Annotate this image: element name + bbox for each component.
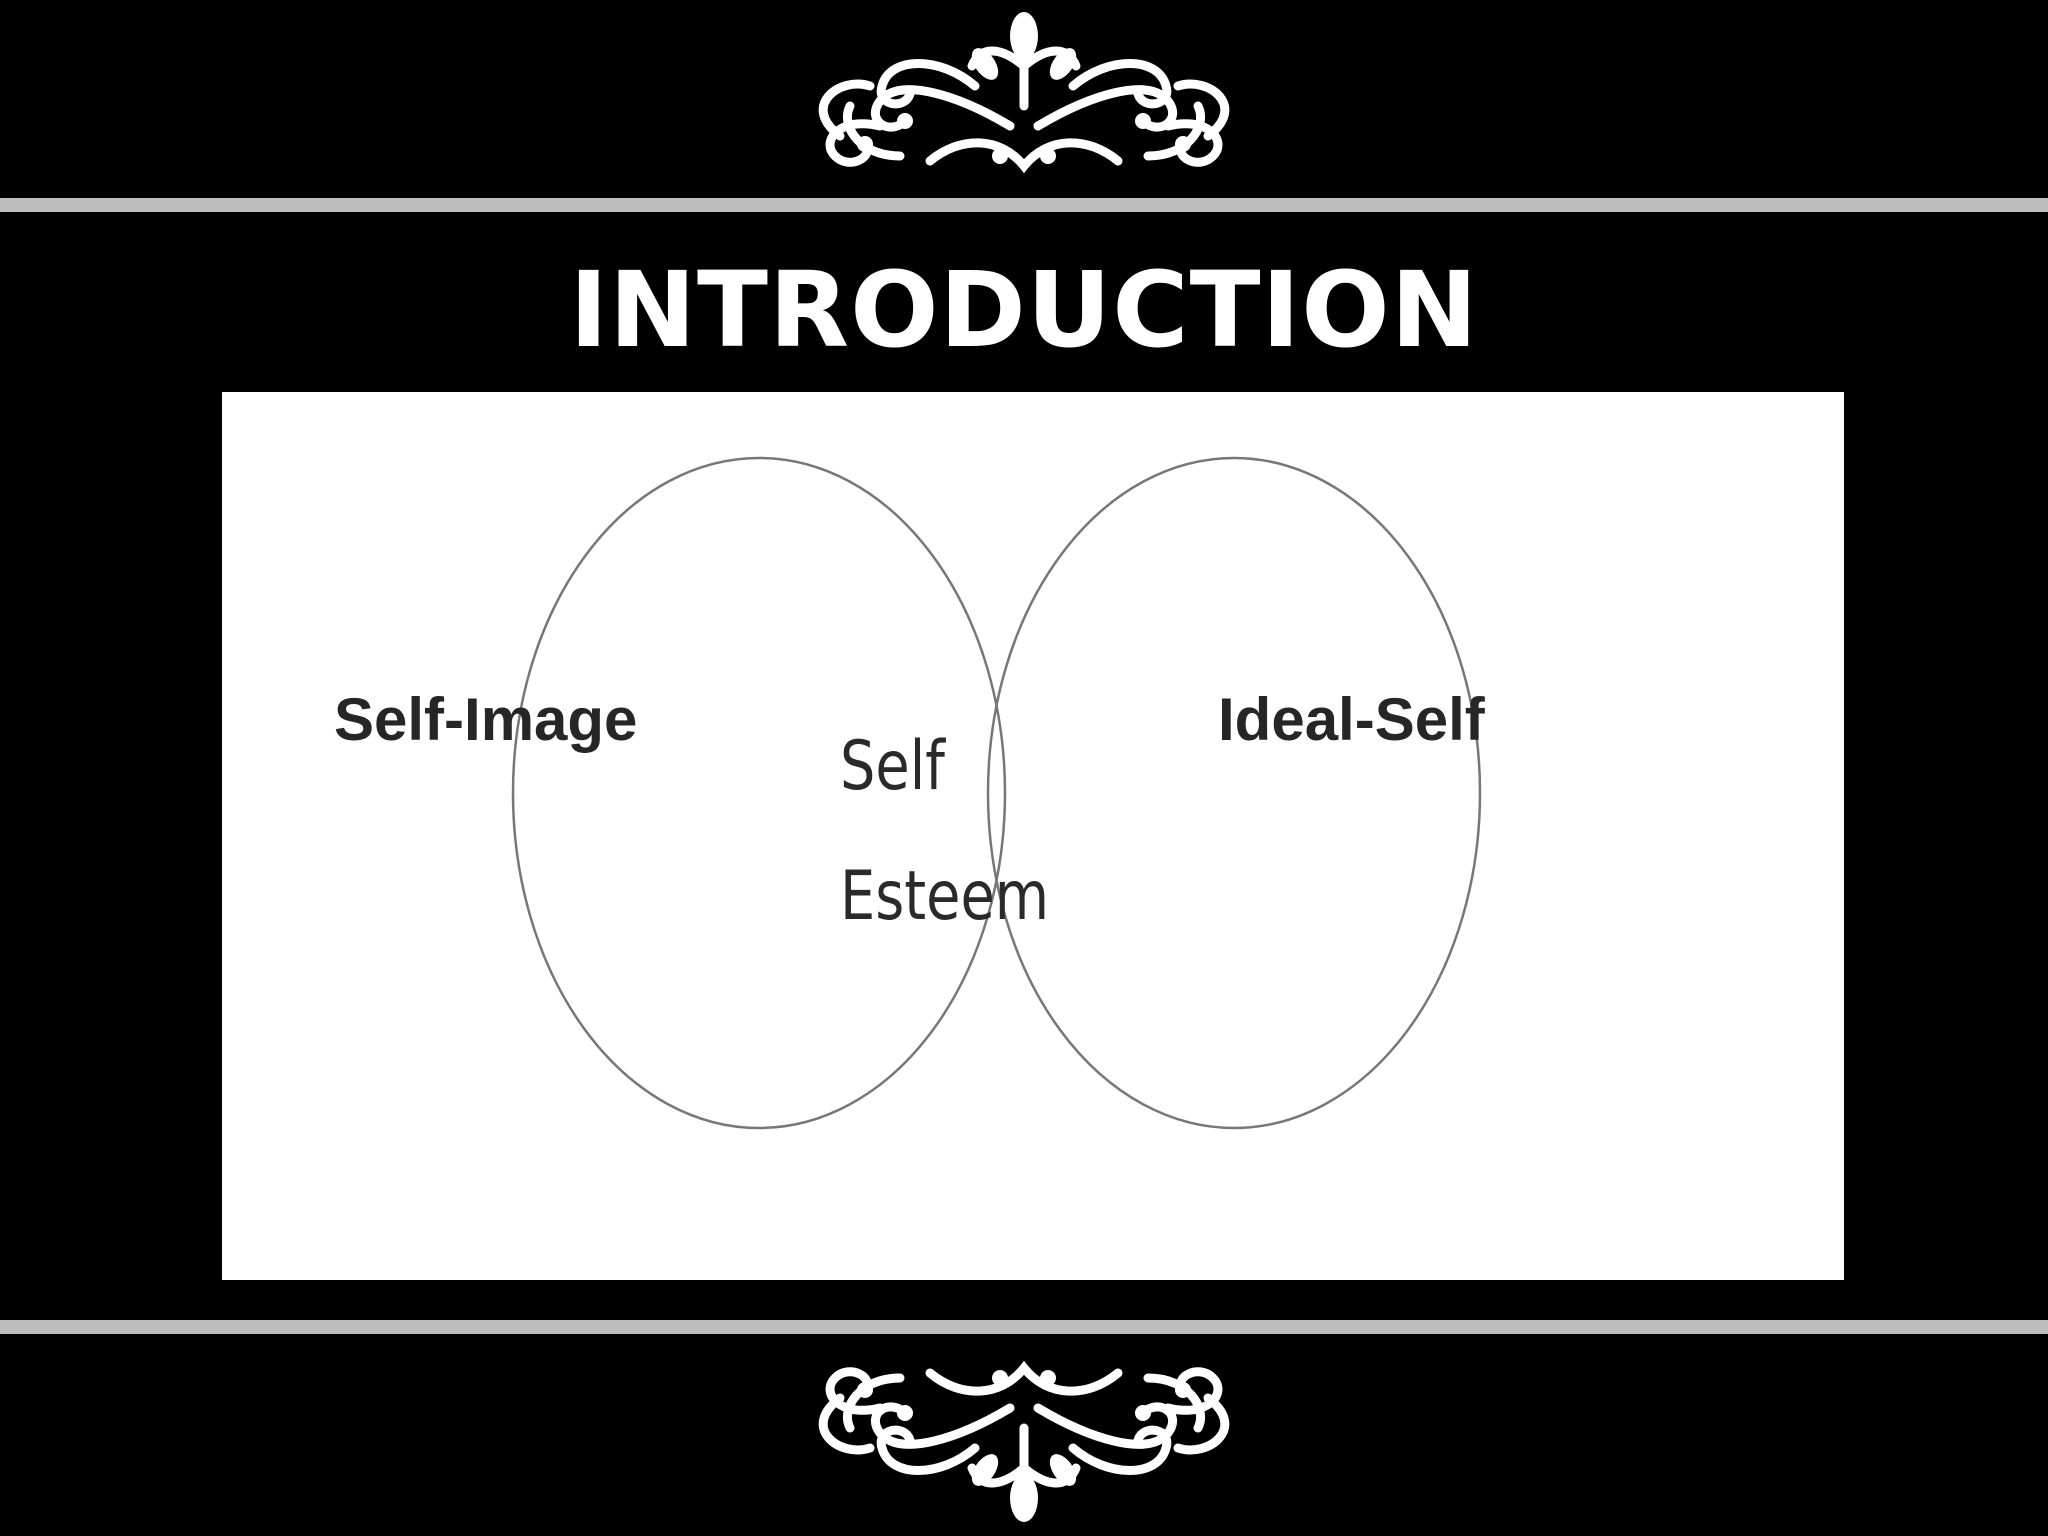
self-esteem-label-line1: Self [840,727,945,806]
self-esteem-label-line2: Esteem [840,857,1050,936]
venn-diagram-panel: Self-Image Ideal-Self Self Esteem [222,392,1844,1280]
self-image-circle [511,456,1007,1130]
scroll-flourish-icon [818,1360,1230,1522]
top-divider [0,198,2048,212]
self-image-label: Self-Image [334,686,638,753]
self-esteem-label: Self Esteem [840,702,1049,962]
page-title: INTRODUCTION [569,249,1479,371]
bottom-divider [0,1320,2048,1334]
scroll-flourish-icon [818,12,1230,174]
ideal-self-circle [986,456,1482,1130]
ideal-self-label: Ideal-Self [1218,686,1485,753]
venn-diagram [511,456,1482,1130]
